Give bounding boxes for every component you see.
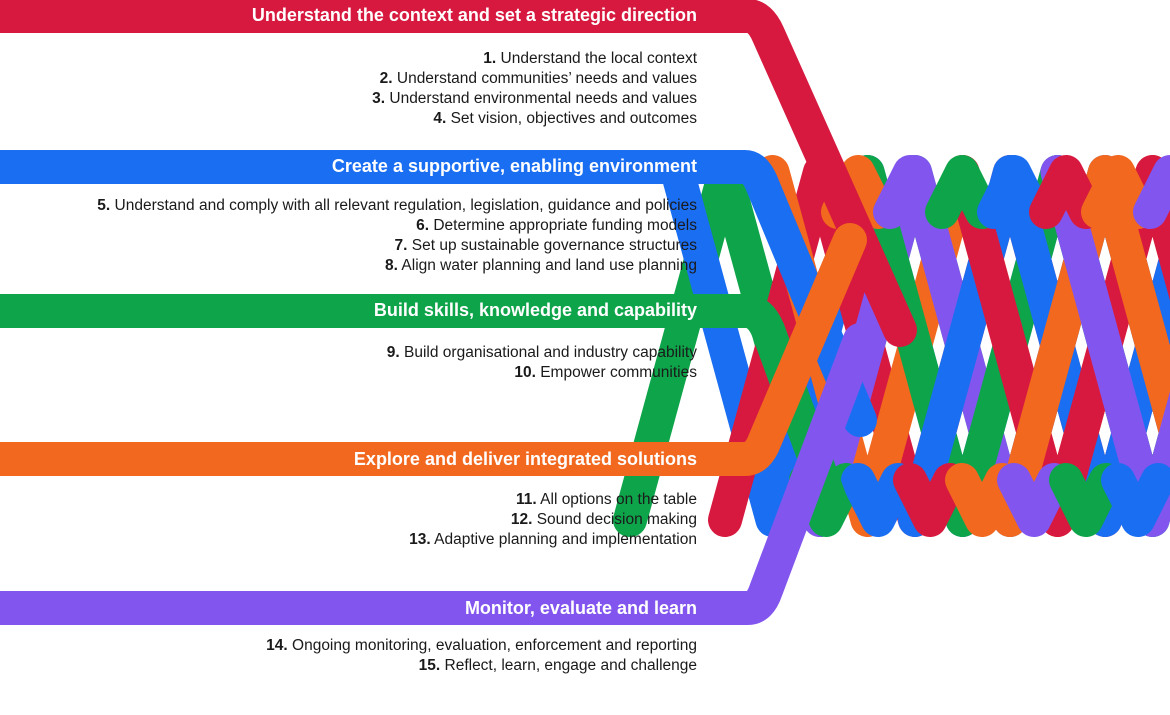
band-purple [0, 591, 750, 625]
braid-top-loop [873, 155, 947, 229]
list-item: 5. Understand and comply with all releva… [97, 197, 697, 214]
braid-strand [993, 155, 1170, 537]
section-items-monitor: 14. Ongoing monitoring, evaluation, enfo… [266, 636, 697, 676]
section-items-solutions: 11. All options on the table 12. Sound d… [409, 490, 697, 550]
list-item: 1. Understand the local context [483, 50, 697, 67]
braid-bottom-loop [945, 463, 1019, 537]
braid-strand [850, 155, 1170, 537]
section-items-context: 1. Understand the local context 2. Under… [372, 49, 697, 129]
braid-strand [898, 155, 1170, 537]
section-title-solutions: Explore and deliver integrated solutions [353, 449, 697, 469]
list-item: 10. Empower communities [514, 364, 697, 381]
list-item: 15. Reflect, learn, engage and challenge [418, 657, 697, 674]
band-green [0, 294, 750, 328]
braid-top-loop [1133, 155, 1170, 229]
section-title-context: Understand the context and set a strateg… [251, 5, 697, 25]
section-items-capability: 9. Build organisational and industry cap… [387, 343, 697, 383]
braid-bottom-loop [893, 463, 967, 537]
list-item: 4. Set vision, objectives and outcomes [433, 110, 697, 127]
braid-top-loop [1029, 155, 1103, 229]
braid-bottom-loop [1101, 463, 1170, 537]
braid-bottom-loop [841, 463, 915, 537]
section-title-capability: Build skills, knowledge and capability [373, 300, 697, 320]
list-item: 8. Align water planning and land use pla… [385, 257, 697, 274]
braid-strand [945, 155, 1170, 537]
band-orange [0, 442, 750, 476]
list-item: 3. Understand environmental needs and va… [372, 90, 697, 107]
list-item: 2. Understand communities’ needs and val… [379, 70, 697, 87]
list-item: 13. Adaptive planning and implementation [409, 531, 697, 548]
list-item: 7. Set up sustainable governance structu… [394, 237, 697, 254]
list-item: 9. Build organisational and industry cap… [386, 344, 697, 361]
braid-top-loop [1081, 155, 1155, 229]
band-red [0, 0, 750, 33]
list-item: 14. Ongoing monitoring, evaluation, enfo… [266, 637, 697, 654]
braid-top-loop [925, 155, 999, 229]
section-items-environment: 5. Understand and comply with all releva… [97, 196, 697, 276]
list-item: 12. Sound decision making [510, 511, 697, 528]
braid-bottom-loop [997, 463, 1071, 537]
list-item: 6. Determine appropriate funding models [416, 217, 697, 234]
braid-top-loop [977, 155, 1051, 229]
braid-bottom-loop [1049, 463, 1123, 537]
band-blue [0, 150, 750, 184]
section-title-monitor: Monitor, evaluate and learn [464, 598, 697, 618]
section-title-environment: Create a supportive, enabling environmen… [331, 156, 697, 176]
braid-strand [803, 155, 1170, 537]
list-item: 11. All options on the table [516, 491, 697, 508]
